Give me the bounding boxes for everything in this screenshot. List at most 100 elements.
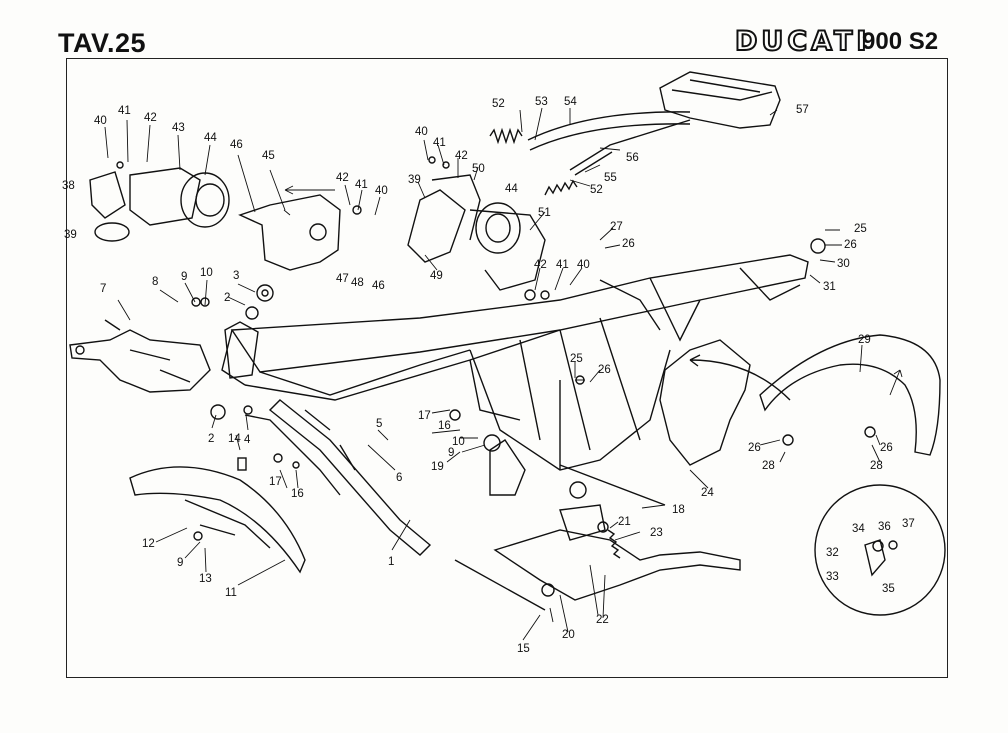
- callout-41b: 41: [355, 179, 368, 191]
- callout-43: 43: [172, 122, 185, 134]
- callout-17a: 17: [269, 476, 282, 488]
- callout-34: 34: [852, 523, 865, 535]
- callout-24: 24: [701, 487, 714, 499]
- callout-40b: 40: [375, 185, 388, 197]
- callout-7: 7: [100, 283, 106, 295]
- callout-26e: 26: [880, 442, 893, 454]
- callout-46b: 46: [372, 280, 385, 292]
- callout-44a: 44: [204, 132, 217, 144]
- callout-52a: 52: [492, 98, 505, 110]
- callout-6: 6: [396, 472, 402, 484]
- handle-loop-54: [527, 111, 691, 176]
- callout-33: 33: [826, 571, 839, 583]
- callout-21: 21: [618, 516, 631, 528]
- callout-42a: 42: [144, 112, 157, 124]
- callout-25b: 25: [854, 223, 867, 235]
- callout-15: 15: [517, 643, 530, 655]
- callout-28a: 28: [762, 460, 775, 472]
- callout-26a: 26: [622, 238, 635, 250]
- callout-10b: 10: [452, 436, 465, 448]
- callout-13: 13: [199, 573, 212, 585]
- callout-26b: 26: [598, 364, 611, 376]
- callout-25a: 25: [570, 353, 583, 365]
- callout-49: 49: [430, 270, 443, 282]
- airbox-left-45: [238, 194, 341, 271]
- callout-9b: 9: [177, 557, 183, 569]
- callout-16a: 16: [291, 488, 304, 500]
- callout-14: 14: [228, 433, 241, 445]
- callout-20: 20: [562, 629, 575, 641]
- callout-38: 38: [62, 180, 75, 192]
- callout-41a: 41: [118, 105, 131, 117]
- rear-fender-29: [759, 334, 941, 456]
- callout-54: 54: [564, 96, 577, 108]
- spring-52b: [544, 179, 578, 196]
- battery-tray-57: [659, 71, 781, 129]
- callout-52b: 52: [590, 184, 603, 196]
- callout-8: 8: [152, 276, 158, 288]
- leader-lines: [104, 107, 881, 641]
- callout-41c: 41: [433, 137, 446, 149]
- callout-35: 35: [882, 583, 895, 595]
- main-frame: [221, 254, 809, 496]
- callout-57: 57: [796, 104, 809, 116]
- callout-42c: 42: [455, 150, 468, 162]
- front-fender-11: [129, 466, 306, 574]
- callout-30: 30: [837, 258, 850, 270]
- callout-56: 56: [626, 152, 639, 164]
- callout-41d: 41: [556, 259, 569, 271]
- callout-22: 22: [596, 614, 609, 626]
- spring-52: [489, 127, 523, 145]
- bolt-18: [559, 464, 666, 506]
- callout-42b: 42: [336, 172, 349, 184]
- callout-42d: 42: [534, 259, 547, 271]
- callout-44b: 44: [505, 183, 518, 195]
- callout-40d: 40: [577, 259, 590, 271]
- callout-40a: 40: [94, 115, 107, 127]
- callout-55: 55: [604, 172, 617, 184]
- plate-title: TAV.25: [58, 28, 147, 58]
- bracket-7: [69, 319, 211, 393]
- callout-11: 11: [225, 587, 237, 599]
- callout-51: 51: [538, 207, 551, 219]
- callout-5: 5: [376, 418, 382, 430]
- callout-48: 48: [351, 277, 364, 289]
- callout-40c: 40: [415, 126, 428, 138]
- air-filter-44-left: [129, 167, 230, 228]
- callout-3: 3: [233, 270, 239, 282]
- callout-39a: 39: [64, 229, 77, 241]
- callout-39b: 39: [408, 174, 421, 186]
- callout-10a: 10: [200, 267, 213, 279]
- callout-2a: 2: [224, 292, 230, 304]
- left-struts: [244, 399, 432, 556]
- callout-45: 45: [262, 150, 275, 162]
- callout-12: 12: [142, 538, 155, 550]
- callout-19: 19: [431, 461, 444, 473]
- callout-36: 36: [878, 521, 891, 533]
- intake-38: [89, 171, 130, 242]
- callout-2b: 2: [208, 433, 214, 445]
- callout-46a: 46: [230, 139, 243, 151]
- callout-32: 32: [826, 547, 839, 559]
- callout-28b: 28: [870, 460, 883, 472]
- callout-17b: 17: [418, 410, 431, 422]
- callout-29: 29: [858, 334, 871, 346]
- callout-37: 37: [902, 518, 915, 530]
- axle-15: [454, 559, 546, 611]
- callout-47: 47: [336, 273, 349, 285]
- inner-guard-24: [659, 339, 751, 466]
- callout-53: 53: [535, 96, 548, 108]
- callout-31: 31: [823, 281, 836, 293]
- hardware: [116, 156, 898, 597]
- callout-23: 23: [650, 527, 663, 539]
- callout-26d: 26: [748, 442, 761, 454]
- model-name: 900 S2: [862, 28, 939, 55]
- callout-1: 1: [388, 556, 394, 568]
- callout-27: 27: [610, 221, 623, 233]
- callout-4: 4: [244, 434, 251, 446]
- air-filter-44-right: [469, 202, 546, 291]
- callout-50: 50: [472, 163, 485, 175]
- diagram-border: [66, 58, 948, 678]
- callout-9a: 9: [181, 271, 187, 283]
